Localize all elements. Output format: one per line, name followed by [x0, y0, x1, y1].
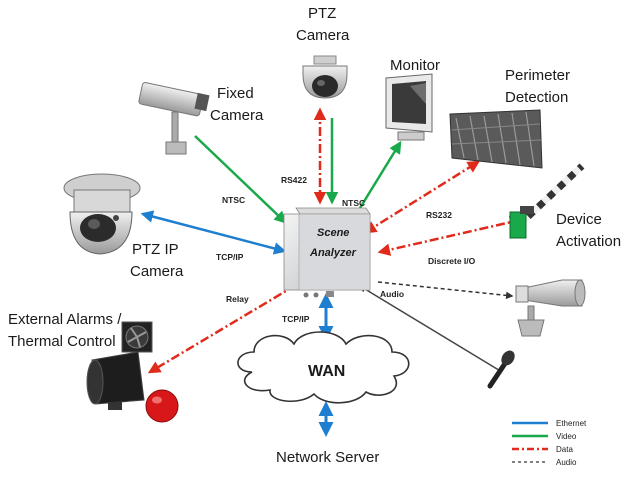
legend-label-ethernet: Ethernet — [556, 419, 587, 428]
link-device-activation-data — [377, 216, 523, 256]
link-alarms-data — [147, 283, 297, 374]
ptz-ip-camera-label-1: PTZ IP — [132, 241, 179, 258]
monitor-icon — [385, 73, 433, 141]
scene-analyzer: Scene Analyzer — [283, 207, 371, 298]
label-tcpip-camera: TCP/IP — [216, 252, 244, 262]
legend-label-video: Video — [556, 432, 577, 441]
link-labels: RS422 NTSC NTSC RS232 TCP/IP Discrete I/… — [216, 175, 476, 324]
alarms-label-1: External Alarms / — [8, 311, 122, 328]
connection-lines — [140, 107, 523, 437]
siren-horn-icon — [86, 351, 145, 410]
label-audio: Audio — [380, 289, 404, 299]
ptz-camera-device: PTZ Camera — [296, 5, 350, 99]
speaker-device — [515, 279, 586, 337]
perimeter-fence-icon — [449, 109, 543, 169]
perimeter-detection-device: Perimeter Detection — [449, 67, 570, 169]
label-relay: Relay — [226, 294, 249, 304]
fixed-camera-device: Fixed Camera — [138, 82, 264, 155]
network-server-label: Network Server — [276, 449, 379, 466]
perimeter-label-1: Perimeter — [505, 67, 570, 84]
network-server-node: Network Server — [276, 449, 379, 466]
device-activation-label-1: Device — [556, 211, 602, 228]
external-alarms-device: External Alarms / Thermal Control — [8, 311, 179, 423]
link-microphone-audio — [358, 285, 503, 373]
legend: Ethernet Video Data Audio — [512, 419, 587, 467]
cloud-icon — [237, 331, 410, 404]
perimeter-label-2: Detection — [505, 89, 568, 106]
label-rs232: RS232 — [426, 210, 452, 220]
label-discrete-io: Discrete I/O — [428, 256, 476, 266]
monitor-device: Monitor — [385, 57, 440, 141]
microphone-device — [487, 350, 515, 389]
scene-analyzer-line1: Scene — [317, 227, 349, 239]
fixed-camera-icon — [138, 82, 210, 155]
ptz-ip-camera-device: PTZ IP Camera — [63, 173, 184, 280]
link-fixed-camera-video — [194, 135, 287, 224]
ptz-dome-camera-icon — [302, 55, 348, 99]
label-ntsc-monitor: NTSC — [342, 198, 365, 208]
device-activation-device: Device Activation — [509, 163, 621, 250]
cooling-fan-icon — [121, 321, 153, 353]
link-speaker-audio — [377, 281, 514, 300]
ptz-ip-camera-icon — [63, 173, 141, 255]
label-rs422: RS422 — [281, 175, 307, 185]
wan-cloud: WAN — [237, 331, 410, 404]
wan-label: WAN — [308, 363, 345, 380]
horn-speaker-icon — [515, 279, 586, 337]
alarms-label-2: Thermal Control — [8, 333, 116, 350]
legend-label-data: Data — [556, 445, 573, 454]
microphone-icon — [487, 350, 515, 389]
scene-analyzer-line2: Analyzer — [309, 247, 357, 259]
gate-barrier-icon — [509, 163, 585, 239]
ptz-ip-camera-label-2: Camera — [130, 263, 184, 280]
monitor-label: Monitor — [390, 57, 440, 74]
alarm-bell-icon — [145, 389, 179, 423]
link-monitor-video — [358, 140, 402, 209]
label-ntsc-fixed: NTSC — [222, 195, 245, 205]
label-tcpip-wan: TCP/IP — [282, 314, 310, 324]
ptz-camera-label-1: PTZ — [308, 5, 336, 22]
fixed-camera-label-1: Fixed — [217, 85, 254, 102]
fixed-camera-label-2: Camera — [210, 107, 264, 124]
ptz-camera-label-2: Camera — [296, 27, 350, 44]
legend-label-audio: Audio — [556, 458, 577, 467]
link-ptz-ip-ethernet — [140, 210, 287, 255]
device-activation-label-2: Activation — [556, 233, 621, 250]
